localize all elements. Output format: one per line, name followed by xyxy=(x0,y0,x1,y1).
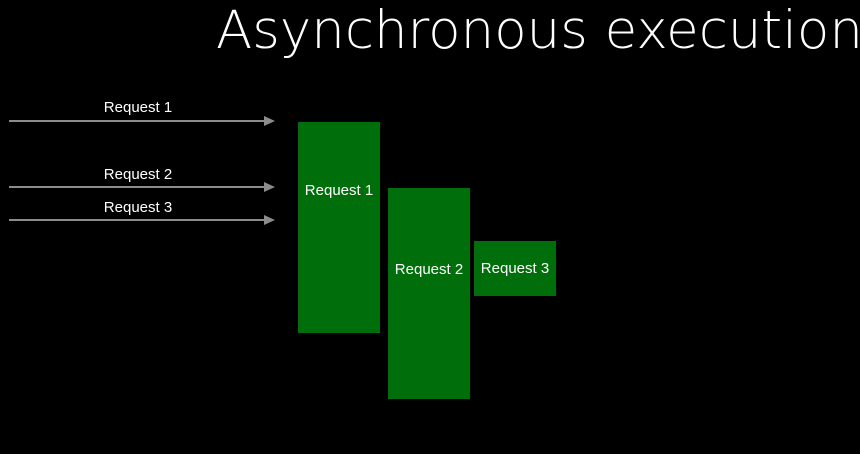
arrow-label-request-1: Request 1 xyxy=(103,99,173,116)
arrow-head-icon xyxy=(264,116,275,126)
request-2-block: Request 2 xyxy=(388,188,470,399)
arrow-shaft xyxy=(9,219,265,221)
arrow-shaft xyxy=(9,120,265,122)
arrow-label-request-3: Request 3 xyxy=(103,199,173,216)
block-label-request-3: Request 3 xyxy=(480,259,550,277)
request-3-arrow xyxy=(9,215,275,225)
request-3-block: Request 3 xyxy=(474,241,556,296)
request-2-arrow xyxy=(9,182,275,192)
request-1-arrow xyxy=(9,116,275,126)
arrow-head-icon xyxy=(264,215,275,225)
arrow-label-request-2: Request 2 xyxy=(103,166,173,183)
block-label-request-2: Request 2 xyxy=(394,261,464,278)
request-1-block: Request 1 xyxy=(298,122,380,333)
block-label-request-1: Request 1 xyxy=(304,182,374,199)
arrow-head-icon xyxy=(264,182,275,192)
slide-title: Asynchronous execution xyxy=(216,0,860,61)
arrow-shaft xyxy=(9,186,265,188)
